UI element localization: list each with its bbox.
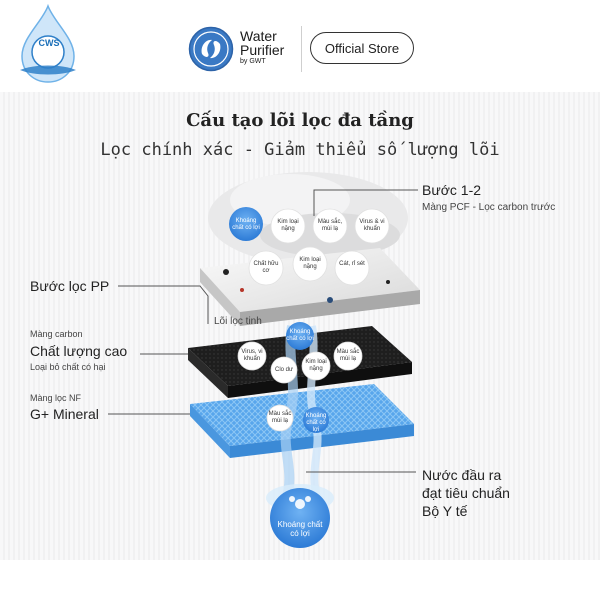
step-1-2-title: Bước 1-2: [422, 182, 482, 198]
bubble-mineral-big: Khoáng chất có lợi: [277, 520, 323, 538]
nf-filter-layer: [190, 384, 414, 458]
contaminant-bubbles: [237, 208, 390, 432]
leader-lines: [108, 189, 418, 473]
carbon-desc: Loại bỏ chất có hại: [30, 362, 106, 372]
bubble-color-smell-2: Màu sắc mùi lạ: [336, 349, 360, 362]
page-title: Cấu tạo lõi lọc đa tầng: [186, 110, 414, 131]
bubble-mineral-low: Khoáng chất có lợi: [305, 413, 327, 433]
bubble-heavy-metal-1: Kim loại nặng: [277, 219, 299, 232]
brand-wordmark: Water Purifier by GWT: [240, 29, 284, 67]
bubble-organic: Chất hữu cơ: [253, 261, 279, 274]
bubble-color-smell-1: Màu sắc, mùi lạ: [317, 219, 343, 232]
carbon-big-label: Chất lượng cao: [30, 343, 128, 359]
bubble-sand-rust: Cát, rỉ sét: [339, 261, 365, 267]
bubble-mineral-mid: Khoáng chất có lợi: [286, 329, 314, 342]
brand-line-3: by GWT: [240, 58, 266, 65]
nf-big-label: G+ Mineral: [30, 406, 99, 422]
bubble-mineral-top: Khoáng chất có lợi: [232, 218, 260, 231]
bubble-heavy-metal-3: Kim loại nặng: [305, 359, 327, 372]
ge-brand-logo-icon: [188, 26, 234, 72]
brand-line-2: Purifier: [240, 42, 285, 58]
bubble-heavy-metal-2: Kim loại nặng: [299, 257, 321, 270]
core-filter-label: Lõi lọc tinh: [214, 316, 262, 327]
step-1-2-desc: Màng PCF - Lọc carbon trước: [422, 202, 556, 213]
step-pp-title: Bước lọc PP: [30, 278, 110, 294]
output-line-2: đạt tiêu chuẩn: [422, 485, 510, 501]
brand-line-1: Water: [240, 28, 277, 44]
carbon-small-label: Màng carbon: [30, 329, 83, 339]
background-bottom: [0, 560, 600, 600]
nf-small-label: Màng lọc NF: [30, 393, 82, 403]
mineral-bubbles: [229, 207, 330, 548]
output-line-1: Nước đầu ra: [422, 467, 502, 483]
official-store-badge: Official Store: [310, 32, 414, 64]
carbon-filter-layer: [188, 326, 412, 398]
output-water-label: Nước đầu ra đạt tiêu chuẩn Bộ Y tế: [422, 466, 510, 520]
bubble-chlorine: Clo dư: [274, 367, 294, 373]
brand-divider: [301, 26, 302, 72]
cws-badge-text: CWS: [38, 38, 60, 48]
bubble-virus-bacteria-1: Virus & vi khuẩn: [359, 219, 385, 232]
page-subtitle: Lọc chính xác - Giảm thiểu số lượng lõi: [100, 140, 500, 160]
bubble-color-smell-3: Màu sắc mùi lạ: [268, 411, 292, 424]
output-line-3: Bộ Y tế: [422, 503, 468, 519]
bubble-virus-bacteria-2: Virus, vi khuẩn: [241, 349, 263, 362]
cws-drop-logo-icon: [20, 4, 76, 83]
debris-particles: [223, 269, 390, 303]
